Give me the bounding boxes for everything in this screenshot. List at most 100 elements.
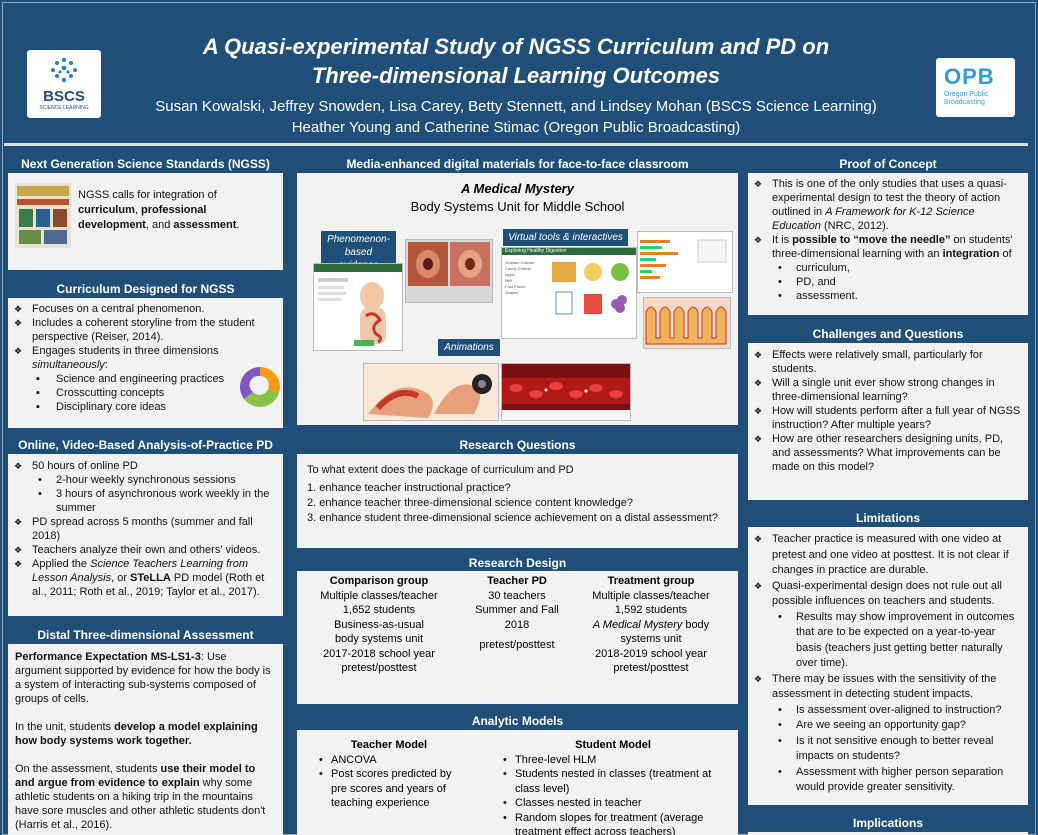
authors-line-2: Heather Young and Catherine Stimac (Oreg… <box>291 119 741 136</box>
research-design-heading: Research Design <box>297 556 738 571</box>
treatment-line: systems unit <box>620 633 682 645</box>
list-item: There may be issues with the sensitivity… <box>752 672 1024 703</box>
authors-line-1: Susan Kowalski, Jeffrey Snowden, Lisa Ca… <box>155 98 877 115</box>
treatment-group: Treatment group Multiple classes/teacher… <box>585 574 717 676</box>
media-panel: Media-enhanced digital materials for fac… <box>297 155 738 425</box>
pd-sub-list: 2-hour weekly synchronous sessions 3 hou… <box>12 473 279 515</box>
treatment-line: 1,592 students <box>614 604 688 616</box>
bullet: • <box>319 753 323 766</box>
list-item: How will students perform after a full y… <box>752 404 1024 432</box>
pe-text: : Use argument supported by evidence for… <box>15 651 271 705</box>
poster-authors: Susan Kowalski, Jeffrey Snowden, Lisa Ca… <box>114 96 918 138</box>
opb-logo-sub: Oregon Public Broadcasting <box>944 91 988 107</box>
teacher-pd-group: Teacher PD 30 teachers Summer and Fall 2… <box>457 574 577 653</box>
challenges-panel: Challenges and Questions Effects were re… <box>748 325 1028 500</box>
list-item: assessment. <box>752 289 1024 303</box>
bar-chart-icon <box>640 239 727 279</box>
comparison-line: Multiple classes/teacher <box>320 589 438 602</box>
ngss-text: NGSS calls for integration of curriculum… <box>78 188 278 233</box>
list-item: Will a single unit ever show strong chan… <box>752 376 1024 404</box>
student-model-list: • Three-level HLM •Students nested in cla… <box>493 753 733 835</box>
list-item: Engages students in three dimensions sim… <box>12 344 279 372</box>
teacher-model-heading: Teacher Model <box>350 739 428 751</box>
proof-text: of <box>999 248 1012 260</box>
unit-name: A Medical Mystery <box>592 618 683 631</box>
blood-cell-animation <box>501 363 631 421</box>
list-item: Is it not sensitive enough to better rev… <box>752 734 1024 765</box>
title-line-1: A Quasi-experimental Study of NGSS Curri… <box>202 34 830 59</box>
healthy-digestion-screenshot: Exploring Healthy Digestion Graham Crack… <box>501 247 637 339</box>
treatment-line: Multiple classes/teacher <box>592 589 710 602</box>
pd-heading: Online, Video-Based Analysis-of-Practice… <box>8 436 283 454</box>
list-item: PD, and <box>752 275 1024 289</box>
list-item: Quasi-experimental design does not rule … <box>752 579 1024 610</box>
curriculum-body: Focuses on a central phenomenon. Include… <box>8 298 283 418</box>
list-item: •Post scores predicted by pre scores and… <box>309 767 469 811</box>
poster-title: A Quasi-experimental Study of NGSS Curri… <box>124 32 908 90</box>
pd-model-citation: PD model (Roth et al., 2011; Roth et al.… <box>32 572 265 598</box>
food-label: Fruit Punch <box>505 284 526 289</box>
distal-heading: Distal Three-dimensional Assessment <box>8 626 283 644</box>
muscle-animation <box>363 363 499 421</box>
ngss-panel: Next Generation Science Standards (NGSS)… <box>8 155 283 270</box>
ngss-text-curriculum: curriculum <box>78 204 135 216</box>
proof-heading: Proof of Concept <box>748 155 1028 173</box>
research-questions-panel: Research Questions To what extent does t… <box>297 436 738 548</box>
villi-icon <box>645 306 727 345</box>
list-item: 2-hour weekly synchronous sessions <box>12 473 279 487</box>
teacher-model: Teacher Model •ANCOVA •Post scores predi… <box>309 738 469 811</box>
food-grid-icon <box>552 262 629 315</box>
simultaneously-text: simultaneously <box>32 359 105 371</box>
list-item: curriculum, <box>752 261 1024 275</box>
list-item: It is possible to “move the needle” on s… <box>752 233 1024 261</box>
list-item: Are we seeing an opportunity gap? <box>752 718 1024 734</box>
model-text: Three-level HLM <box>515 753 597 766</box>
analytic-models-heading: Analytic Models <box>297 712 738 730</box>
list-item: •Students nested in classes (treatment a… <box>493 767 733 796</box>
student-model-heading: Student Model <box>575 739 651 751</box>
digestive-system-icon <box>314 264 402 346</box>
opb-logo-text: OPB <box>944 64 995 89</box>
ngss-text-end: . <box>236 219 240 231</box>
ngss-text-and: , and <box>145 219 174 231</box>
food-label: Grapes <box>505 290 519 295</box>
stella-full-name: Science Teachers Learning from Lesson An… <box>32 558 249 584</box>
virtual-tools-tag: Virtual tools & interactives <box>503 229 628 246</box>
nutrient-bar-chart-screenshot <box>637 231 733 293</box>
teacher-pd-heading: Teacher PD <box>487 575 547 587</box>
ngss-book-cover-icon <box>15 183 71 248</box>
proof-text: This is one of the only studies that use… <box>772 178 1007 218</box>
stella-acronym: STeLLA <box>130 572 171 584</box>
opb-logo: OPB Oregon Public Broadcasting <box>936 58 1015 117</box>
treatment-line: A Medical Mystery body <box>585 618 717 633</box>
applied-text: Applied the <box>32 558 91 570</box>
assess-text-bold: use their model to and argue from eviden… <box>15 763 256 789</box>
bullet: • <box>503 753 507 766</box>
food-label: Milk <box>505 278 513 283</box>
bullet: • <box>503 768 507 780</box>
challenges-list: Effects were relatively small, particula… <box>752 348 1024 474</box>
red-blood-cells-icon <box>502 378 630 420</box>
performance-expectation: Performance Expectation MS-LS1-3: Use ar… <box>15 650 276 706</box>
ngss-text-1: NGSS calls for integration of <box>78 189 217 201</box>
unit-subtitle: Body Systems Unit for Middle School <box>410 199 625 214</box>
bscs-logo-sub: SCIENCE LEARNING <box>39 105 89 111</box>
challenges-body: Effects were relatively small, particula… <box>748 343 1028 479</box>
pd-body: 50 hours of online PD 2-hour weekly sync… <box>8 454 283 604</box>
list-item: Includes a coherent storyline from the s… <box>12 316 279 344</box>
food-label: Candy Cheese <box>505 266 532 271</box>
food-label: Apple <box>505 272 516 277</box>
list-item: •Classes nested in teacher <box>493 796 733 811</box>
list-item: • Three-level HLM <box>493 753 733 768</box>
rq-intro: To what extent does the package of curri… <box>307 464 574 476</box>
bscs-dots-icon <box>51 57 77 83</box>
opb-sub-1: Oregon Public <box>944 91 989 98</box>
model-text: Post scores predicted by pre scores and … <box>331 768 452 809</box>
list-item: This is one of the only studies that use… <box>752 177 1024 233</box>
teacher-pd-line: pretest/posttest <box>479 639 555 651</box>
bscs-logo: BSCS SCIENCE LEARNING <box>27 50 101 118</box>
proof-list: This is one of the only studies that use… <box>752 177 1024 261</box>
model-text: Classes nested in teacher <box>515 797 642 809</box>
media-heading: Media-enhanced digital materials for fac… <box>297 155 738 173</box>
rq-item: 3. enhance student three-dimensional sci… <box>307 512 718 524</box>
